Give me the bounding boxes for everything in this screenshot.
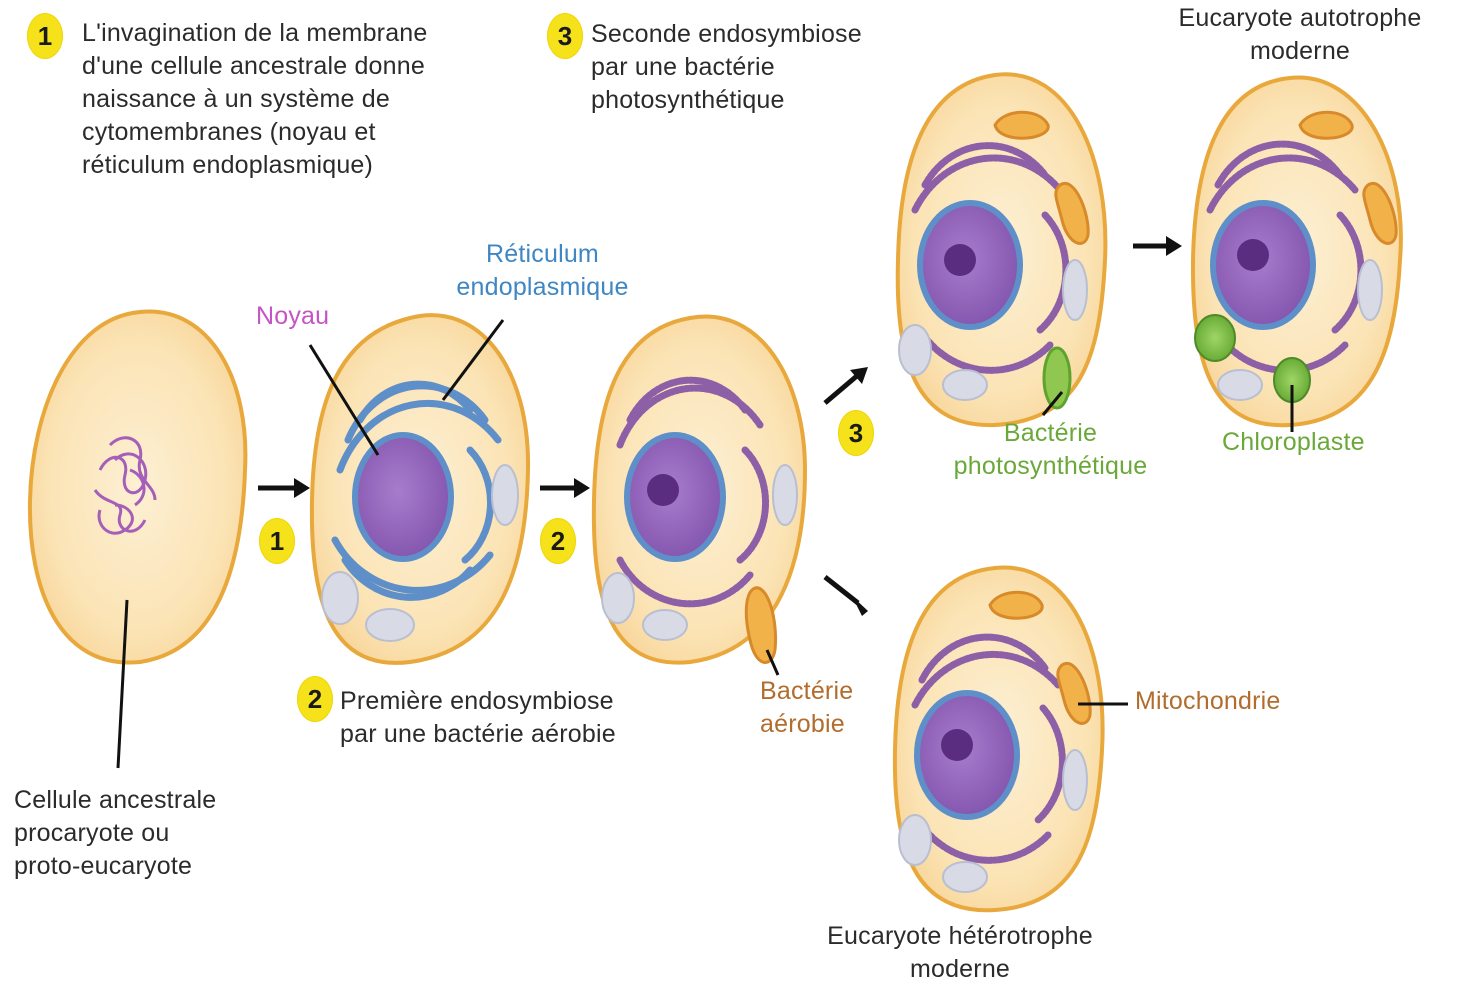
label-photosynthetic-bacterium: Bactérie photosynthétique xyxy=(928,417,1173,483)
label-ancestral-cell: Cellule ancestrale procaryote ou proto-e… xyxy=(14,784,216,883)
nucleolus xyxy=(647,474,679,506)
arrow-badge-2: 2 xyxy=(540,518,576,564)
label-aerobic-bacterium: Bactérie aérobie xyxy=(760,675,853,741)
step-badge-1: 1 xyxy=(27,13,63,59)
step-badge-2: 2 xyxy=(297,676,333,722)
arrow-badge-3: 3 xyxy=(838,410,874,456)
arrow-up-right xyxy=(825,375,858,403)
label-mitochondrion: Mitochondrie xyxy=(1135,685,1281,718)
vesicle xyxy=(366,609,414,641)
step-2-description: Première endosymbiose par une bactérie a… xyxy=(340,685,616,751)
vesicle xyxy=(322,572,358,624)
heterotroph-cell xyxy=(895,568,1103,911)
arrow-down-right xyxy=(825,577,858,603)
label-reticulum: Réticulum endoplasmique xyxy=(440,238,645,304)
autotroph-cell xyxy=(1193,78,1401,426)
mitochondrion xyxy=(990,592,1042,618)
step-1-description: L'invagination de la membrane d'une cell… xyxy=(82,17,428,182)
label-heterotroph: Eucaryote hétérotrophe moderne xyxy=(825,920,1095,986)
nucleus xyxy=(355,435,451,559)
step-3-description: Seconde endosymbiose par une bactérie ph… xyxy=(591,18,862,117)
step-badge-3: 3 xyxy=(547,13,583,59)
ancestral-cell xyxy=(30,312,246,663)
mitochondrion xyxy=(995,112,1048,138)
label-chloroplast: Chloroplaste xyxy=(1222,426,1365,459)
mitochondrion xyxy=(1300,112,1352,138)
arrow-badge-1: 1 xyxy=(259,518,295,564)
label-nucleus: Noyau xyxy=(256,300,329,333)
cell-with-nucleus xyxy=(312,315,528,663)
vesicle xyxy=(492,465,518,525)
chloroplast xyxy=(1195,315,1235,361)
cell-with-aerobic-bacterium xyxy=(594,317,805,663)
label-autotroph: Eucaryote autotrophe moderne xyxy=(1150,2,1450,68)
cell-with-photosynthetic-bacterium xyxy=(898,74,1106,425)
